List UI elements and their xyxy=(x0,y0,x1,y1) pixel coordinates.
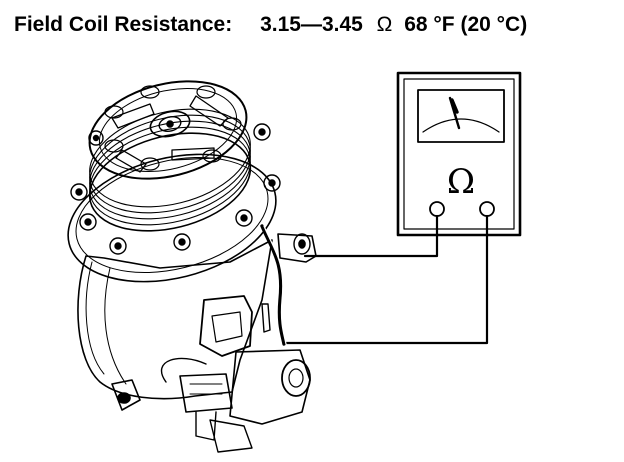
housing-bolts xyxy=(70,123,281,255)
meter-needle-tip xyxy=(450,98,459,114)
bolt-3 xyxy=(109,237,127,255)
bolt-4 xyxy=(173,233,191,251)
body-contour-left xyxy=(85,261,105,375)
base-foot xyxy=(209,419,253,453)
terminal-right xyxy=(479,201,495,217)
compressor-body xyxy=(77,239,273,400)
bolt-5 xyxy=(235,209,253,227)
test-leads xyxy=(283,214,489,345)
armature-springs xyxy=(111,95,229,173)
clutch-rivets xyxy=(104,85,242,171)
test-lead-right xyxy=(283,214,489,345)
ohmmeter-body xyxy=(396,71,522,237)
ohmmeter: Ω xyxy=(396,71,522,237)
spec-range: 3.15—3.45 xyxy=(260,13,363,36)
shaft-center xyxy=(166,120,174,128)
clutch-plate-rim xyxy=(98,88,238,172)
bolt-7 xyxy=(253,123,271,141)
thermal-switch xyxy=(179,373,233,413)
bolt-2 xyxy=(79,213,97,231)
spec-temperature: 68 °F (20 °C) xyxy=(404,13,528,36)
spec-title: Field Coil Resistance: 3.15—3.45 Ω 68 °F… xyxy=(14,13,527,37)
wire-harness xyxy=(260,224,286,346)
service-fitting xyxy=(277,233,317,263)
meter-window xyxy=(417,89,505,143)
pulley-groove-4 xyxy=(89,114,251,214)
ohm-unit: Ω xyxy=(376,13,393,36)
clutch-pulley xyxy=(88,108,252,232)
test-lead-left xyxy=(303,214,439,258)
wire-clip xyxy=(261,303,271,333)
hub-nut xyxy=(158,116,182,132)
bolt-6 xyxy=(263,174,281,192)
thermal-switch-plug xyxy=(195,411,217,441)
compressor xyxy=(67,80,317,453)
pulley-groove-5 xyxy=(89,108,251,208)
body-contour-mid xyxy=(104,267,127,385)
ohmmeter-bezel xyxy=(403,78,515,230)
housing-ring xyxy=(67,153,277,283)
clutch-hub xyxy=(149,110,191,138)
connector-face xyxy=(211,311,243,343)
meter-scale-arc xyxy=(422,118,500,133)
mounting-boss xyxy=(229,349,311,425)
spec-label: Field Coil Resistance: xyxy=(14,13,233,36)
terminal-left xyxy=(429,201,445,217)
wire-loop xyxy=(160,357,207,383)
bolt-1 xyxy=(70,183,88,201)
clutch-plate xyxy=(88,80,248,180)
ohm-symbol: Ω xyxy=(447,162,475,202)
mount-bore xyxy=(281,359,311,397)
field-coil-connector xyxy=(199,295,253,357)
